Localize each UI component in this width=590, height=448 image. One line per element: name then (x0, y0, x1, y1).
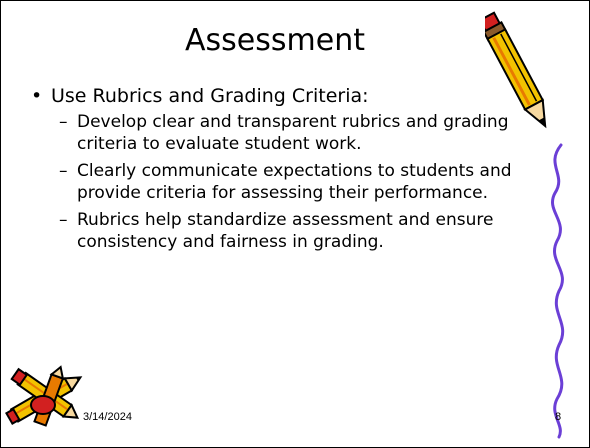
sub-bullet-dash: – (59, 210, 68, 230)
main-bullet-text: Use Rubrics and Grading Criteria: (51, 85, 369, 107)
slide-body: • Use Rubrics and Grading Criteria: – De… (29, 83, 529, 258)
sub-bullet-text: Rubrics help standardize assessment and … (77, 210, 494, 252)
sub-bullet-text: Develop clear and transparent rubrics an… (77, 112, 509, 154)
pencils-bundle-icon (5, 365, 83, 427)
squiggle-line (551, 143, 565, 439)
sub-bullet-2: – Clearly communicate expectations to st… (29, 160, 517, 204)
sub-bullet-dash: – (59, 161, 68, 181)
main-bullet: • Use Rubrics and Grading Criteria: (29, 83, 529, 109)
sub-bullet-1: – Develop clear and transparent rubrics … (29, 111, 517, 155)
footer-date: 3/14/2024 (83, 411, 132, 423)
sub-bullet-text: Clearly communicate expectations to stud… (77, 161, 512, 203)
page-number: 8 (555, 411, 562, 423)
sub-bullet-3: – Rubrics help standardize assessment an… (29, 209, 517, 253)
slide-title: Assessment (185, 23, 365, 58)
bullet-mark: • (31, 85, 43, 107)
pencil-icon (485, 11, 547, 129)
sub-bullet-dash: – (59, 112, 68, 132)
